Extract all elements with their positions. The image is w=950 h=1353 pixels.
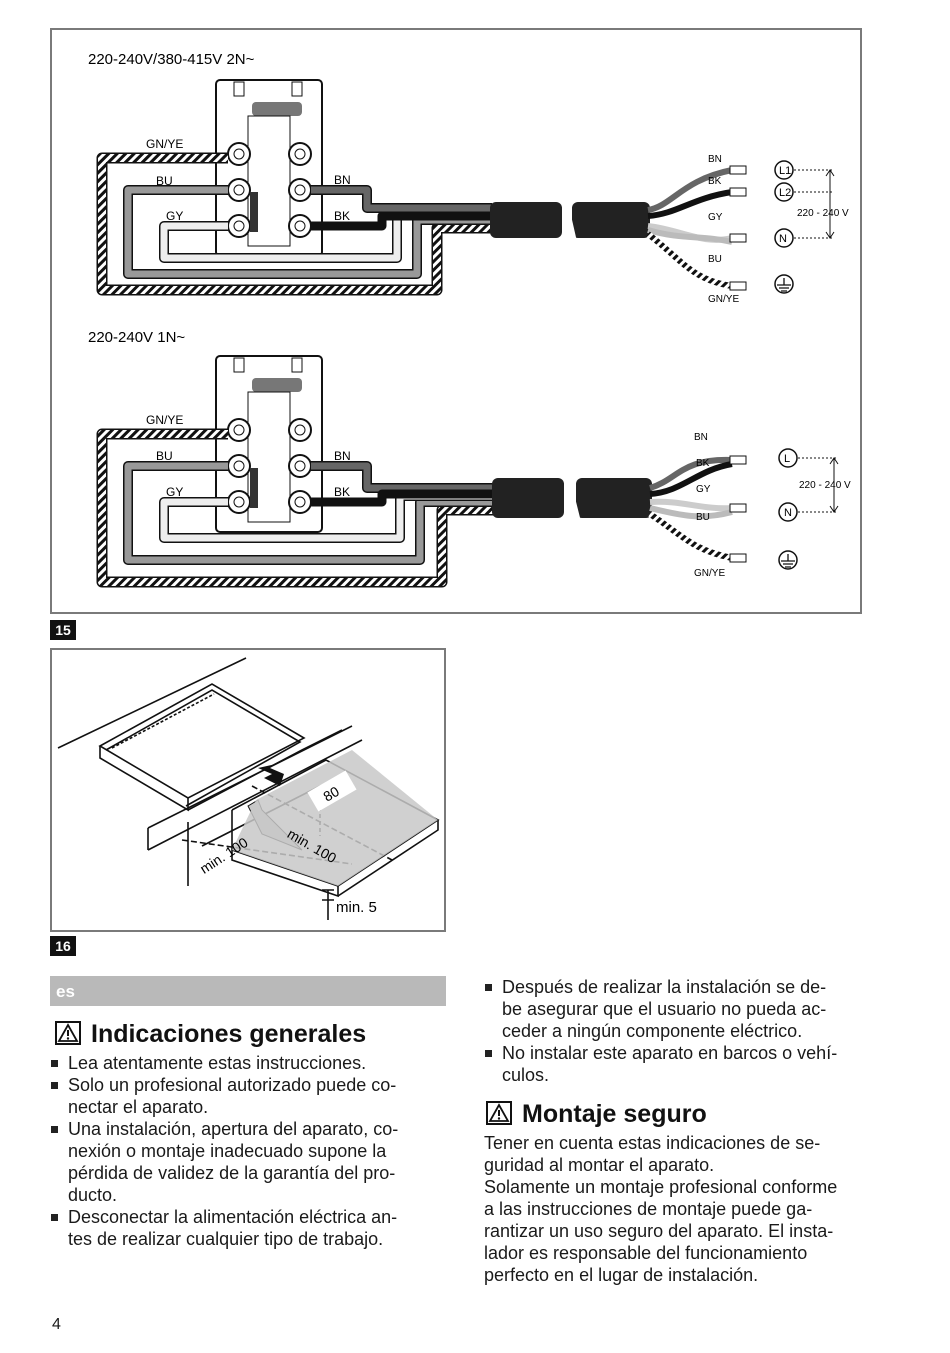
- dim-min-5: min. 5: [336, 899, 377, 916]
- label-gnye-end-bottom: GN/YE: [694, 568, 725, 579]
- figure-15-wiring-diagram: 220-240V/380-415V 2N~: [50, 28, 862, 614]
- label-gy-end-top: GY: [708, 212, 723, 223]
- page-number: 4: [52, 1316, 61, 1333]
- section-title-montaje: Montaje seguro: [486, 1100, 707, 1132]
- terminal-symbols-bottom: [778, 448, 839, 570]
- language-tag-bar: es: [50, 976, 446, 1006]
- label-bn-top: BN: [334, 173, 351, 187]
- bullet-list-general: Lea atentamente estas instrucciones. Sol…: [50, 1052, 446, 1250]
- wire-ends-bottom: [648, 455, 747, 563]
- terminal-l2: L2: [779, 187, 791, 199]
- wires-top: [96, 152, 492, 296]
- label-gy-end-bottom: GY: [696, 484, 711, 495]
- paragraph-montaje-1: Tener en cuenta estas indicaciones de se…: [484, 1133, 821, 1175]
- dim-80: 80: [320, 783, 342, 805]
- label-bk-bottom: BK: [334, 485, 350, 499]
- terminal-l: L: [784, 453, 790, 465]
- terminal-n-bottom: N: [784, 507, 792, 519]
- voltage-label-top: 220 - 240 V: [797, 208, 849, 219]
- list-item: Después de realizar la instalación se de…: [484, 976, 894, 1042]
- label-bu-bottom: BU: [156, 449, 173, 463]
- wires-bottom: [96, 428, 494, 588]
- label-gy-bottom: GY: [166, 485, 183, 499]
- figure-16-installation-drawing: 80 min. 100 min. 100 min. 5: [50, 648, 446, 932]
- label-bu-end-top: BU: [708, 254, 722, 265]
- warning-icon: [486, 1101, 512, 1132]
- label-bn-end-bottom: BN: [694, 432, 708, 443]
- bullet-list-general-continued: Después de realizar la instalación se de…: [484, 976, 894, 1086]
- label-bu-top: BU: [156, 174, 173, 188]
- dim-min-100-left: min. 100: [197, 834, 251, 877]
- label-gnye-top: GN/YE: [146, 137, 183, 151]
- list-item: Lea atentamente estas instrucciones.: [50, 1052, 446, 1074]
- cable-sheath-bottom: [492, 473, 652, 523]
- list-item: Desconectar la alimentación eléctrica an…: [50, 1206, 446, 1250]
- section-title-text: Indicaciones generales: [91, 1020, 367, 1048]
- wiring-diagram-svg: 220-240V/380-415V 2N~: [88, 51, 851, 588]
- terminal-block-bottom: [215, 355, 323, 533]
- label-gnye-bottom: GN/YE: [146, 413, 183, 427]
- terminal-n-top: N: [779, 233, 787, 245]
- terminal-symbols-top: [774, 160, 835, 294]
- label-bn-bottom: BN: [334, 449, 351, 463]
- cable-sheath-top: [490, 197, 650, 243]
- label-bu-end-bottom: BU: [696, 512, 710, 523]
- label-bk-end-top: BK: [708, 176, 722, 187]
- label-bk-top: BK: [334, 209, 350, 223]
- wire-ends-top: [646, 165, 747, 291]
- section-title-indicaciones: Indicaciones generales: [55, 1020, 366, 1052]
- warning-icon: [55, 1021, 81, 1052]
- voltage-label-bottom: 220 - 240 V: [799, 480, 851, 491]
- list-item: No instalar este aparato en barcos o veh…: [484, 1042, 894, 1086]
- paragraph-montaje-2: Solamente un montaje profesional conform…: [484, 1177, 838, 1285]
- terminal-block-top: [215, 79, 323, 257]
- list-item: Una instalación, apertura del aparato, c…: [50, 1118, 446, 1206]
- figure-number-15: 15: [50, 620, 76, 640]
- installation-drawing-svg: 80 min. 100 min. 100 min. 5: [57, 657, 440, 920]
- diagram-title-1n: 220-240V 1N~: [88, 329, 185, 346]
- terminal-l1: L1: [779, 165, 791, 177]
- section-title-text: Montaje seguro: [522, 1100, 707, 1128]
- figure-number-16: 16: [50, 936, 76, 956]
- list-item: Solo un profesional autorizado puede co-…: [50, 1074, 446, 1118]
- diagram-title-2n: 220-240V/380-415V 2N~: [88, 51, 255, 68]
- label-bk-end-bottom: BK: [696, 458, 710, 469]
- label-gnye-end-top: GN/YE: [708, 294, 739, 305]
- label-gy-top: GY: [166, 209, 183, 223]
- label-bn-end-top: BN: [708, 154, 722, 165]
